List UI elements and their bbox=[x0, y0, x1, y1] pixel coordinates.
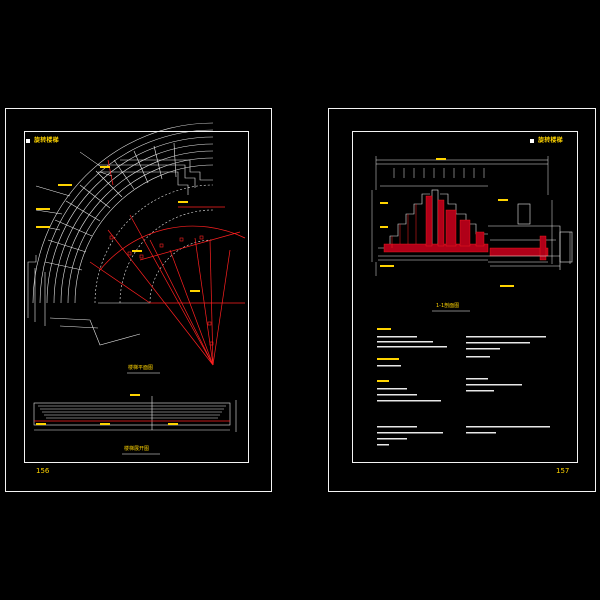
left-title-text: 旋转楼梯 bbox=[34, 137, 59, 144]
elevation-caption: 楼梯展开图 bbox=[124, 446, 150, 452]
plan-markers bbox=[109, 235, 214, 346]
plan-caption: 楼梯平面图 bbox=[128, 365, 154, 371]
section-caption: 1-1剖面图 bbox=[436, 303, 460, 309]
plan-leader-labels bbox=[36, 166, 200, 292]
section-red-fills bbox=[383, 195, 549, 261]
section-ticks bbox=[393, 168, 485, 178]
stair-plan bbox=[27, 122, 214, 346]
left-sheet-border bbox=[5, 108, 272, 492]
left-sheet-title: 旋转楼梯 bbox=[26, 135, 59, 144]
right-title-text: 旋转楼梯 bbox=[538, 137, 563, 144]
left-sheet-frame bbox=[24, 131, 249, 463]
right-sheet-title: 旋转楼梯 bbox=[530, 135, 563, 144]
stair-elevation-strip bbox=[33, 396, 237, 432]
title-square-icon bbox=[530, 138, 534, 143]
notes-column-1 bbox=[377, 328, 447, 446]
right-sheet-border bbox=[328, 108, 596, 492]
notes-column-2 bbox=[466, 336, 550, 434]
section-ground bbox=[378, 255, 560, 267]
elevation-labels bbox=[36, 394, 178, 425]
right-sheet-frame bbox=[352, 131, 578, 463]
left-page-number: 156 bbox=[36, 467, 50, 475]
title-square-icon bbox=[26, 138, 30, 143]
section-details bbox=[391, 204, 417, 248]
plan-red-radials bbox=[89, 159, 246, 366]
section-labels bbox=[380, 158, 514, 287]
section-dimension-lines bbox=[371, 156, 571, 276]
plan-leaders bbox=[35, 151, 113, 231]
right-page-number: 157 bbox=[556, 467, 570, 475]
